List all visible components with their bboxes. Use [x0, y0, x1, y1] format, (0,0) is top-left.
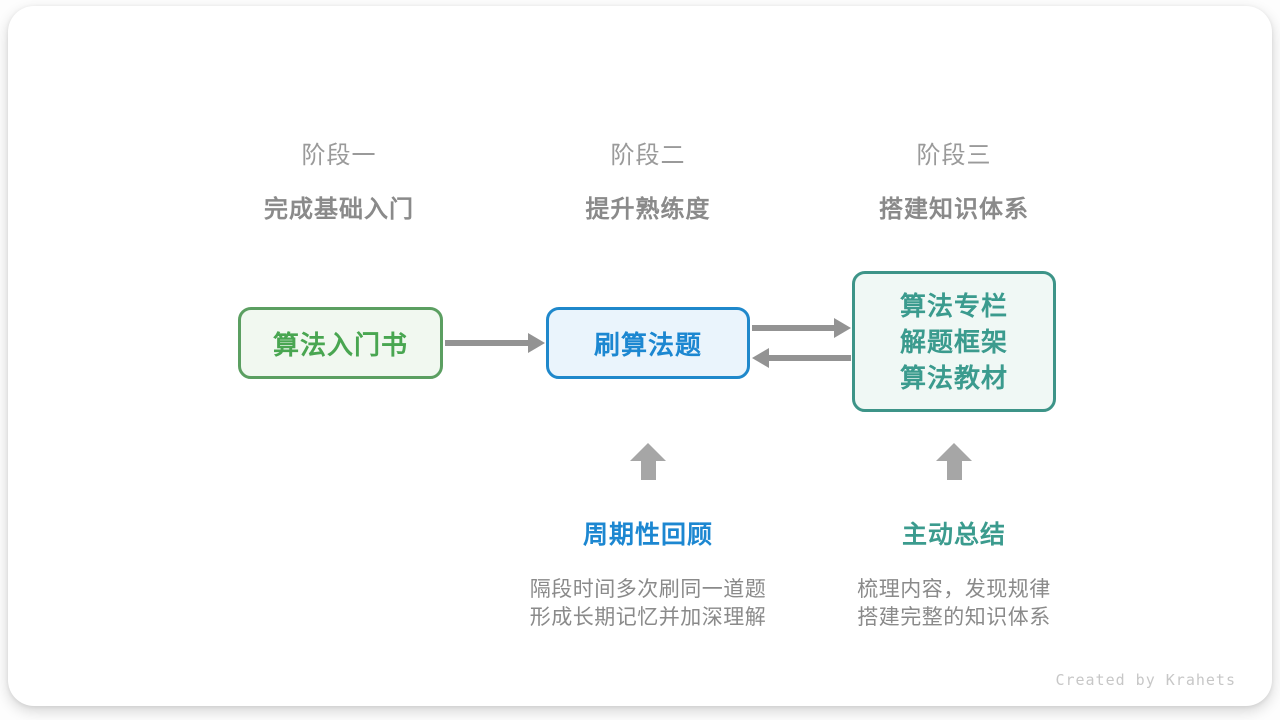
arrow-head-right-icon [528, 333, 545, 353]
node-practice-problems: 刷算法题 [546, 307, 750, 379]
arrow-shaft [445, 340, 532, 346]
arrow-head-left-icon [752, 348, 769, 368]
up-arrow-head [936, 443, 972, 461]
up-arrow-stem [640, 461, 656, 480]
up-arrow-icon [936, 443, 972, 480]
annotation-periodic-review-desc: 隔段时间多次刷同一道题 形成长期记忆并加深理解 [478, 576, 818, 631]
arrow-right-icon [445, 333, 545, 353]
stage-1-label: 阶段一 [301, 142, 377, 169]
arrow-right-icon [752, 318, 851, 338]
node-resource-framework-label: 解题框架 [899, 326, 1008, 357]
node-intro-book: 算法入门书 [238, 307, 443, 379]
arrow-shaft [765, 355, 851, 361]
annotation-active-summary-title: 主动总结 [901, 521, 1006, 549]
desc-line: 梳理内容，发现规律 [857, 578, 1051, 601]
desc-line: 搭建完整的知识体系 [857, 605, 1051, 629]
annotation-active-summary: 主动总结 梳理内容，发现规律 搭建完整的知识体系 [784, 515, 1124, 631]
arrow-head-right-icon [834, 318, 851, 338]
node-practice-problems-label: 刷算法题 [593, 329, 702, 360]
up-arrow-head [630, 443, 666, 461]
arrow-left-icon [752, 348, 851, 368]
up-arrow-stem [946, 461, 962, 480]
stage-2-subtitle: 提升熟练度 [585, 196, 711, 223]
stage-header-1: 阶段一 完成基础入门 [199, 135, 479, 224]
node-intro-book-label: 算法入门书 [272, 329, 408, 360]
stage-header-2: 阶段二 提升熟练度 [508, 135, 788, 224]
stage-3-subtitle: 搭建知识体系 [879, 196, 1029, 223]
stage-header-3: 阶段三 搭建知识体系 [814, 135, 1094, 224]
stage-3-label: 阶段三 [916, 142, 992, 169]
desc-line: 形成长期记忆并加深理解 [529, 605, 767, 629]
annotation-active-summary-desc: 梳理内容，发现规律 搭建完整的知识体系 [784, 576, 1124, 631]
diagram-card: 阶段一 完成基础入门 阶段二 提升熟练度 阶段三 搭建知识体系 算法入门书 刷算… [8, 6, 1272, 706]
up-arrow-icon [630, 443, 666, 480]
arrow-shaft [752, 325, 838, 331]
desc-line: 隔段时间多次刷同一道题 [529, 578, 767, 601]
node-knowledge-resources: 算法专栏 解题框架 算法教材 [852, 271, 1056, 412]
annotation-periodic-review-title: 周期性回顾 [582, 521, 713, 549]
node-resource-column-label: 算法专栏 [899, 290, 1008, 321]
annotation-periodic-review: 周期性回顾 隔段时间多次刷同一道题 形成长期记忆并加深理解 [478, 515, 818, 631]
stage-1-subtitle: 完成基础入门 [264, 196, 414, 223]
stage-2-label: 阶段二 [610, 142, 686, 169]
credit-text: Created by Krahets [1055, 671, 1236, 689]
node-resource-textbook-label: 算法教材 [899, 362, 1008, 393]
